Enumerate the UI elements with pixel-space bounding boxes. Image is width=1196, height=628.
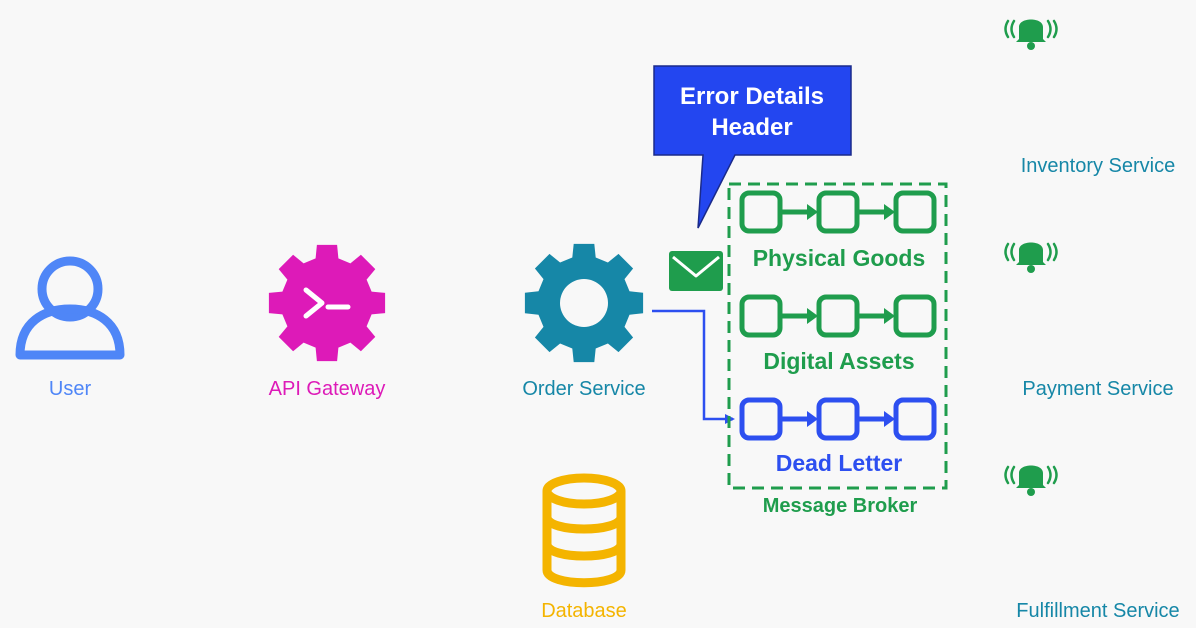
queue-slot	[739, 190, 783, 234]
queue-slot	[893, 294, 937, 338]
queue-slot	[816, 190, 860, 234]
fulfillment-service-label: Fulfillment Service	[1016, 600, 1179, 622]
queue-label-physical-goods: Physical Goods	[753, 245, 926, 271]
order-service-label: Order Service	[522, 378, 645, 400]
order-service-node: Order Service	[522, 243, 646, 400]
user-label: User	[49, 378, 92, 400]
queue-slot	[893, 190, 937, 234]
payment-service-node: Payment Service	[1004, 242, 1174, 400]
callout-line2: Header	[711, 114, 792, 141]
broker-label: Message Broker	[763, 495, 918, 517]
database-label: Database	[541, 600, 627, 622]
queue-digital-assets: Digital Assets	[739, 294, 937, 374]
database-node: Database	[541, 473, 627, 622]
queue-slot	[893, 397, 937, 441]
fulfillment-service-node: Fulfillment Service	[1004, 465, 1180, 622]
envelope-icon	[669, 251, 723, 291]
api-gateway-label: API Gateway	[269, 378, 386, 400]
error-details-callout: Error Details Header	[653, 65, 852, 229]
queue-slot	[739, 294, 783, 338]
broker-boundary	[727, 182, 948, 490]
api-gateway-node: API Gateway	[268, 244, 386, 400]
bell-icon	[1004, 465, 1058, 496]
gear-icon	[524, 243, 644, 363]
queue-label-digital-assets: Digital Assets	[763, 348, 914, 374]
queue-slot	[816, 397, 860, 441]
callout-line1: Error Details	[680, 83, 824, 110]
queue-slot	[739, 397, 783, 441]
person-icon	[15, 256, 125, 360]
queue-slot	[816, 294, 860, 338]
queue-dead-letter: Dead Letter	[739, 397, 937, 476]
bell-icon	[1004, 19, 1058, 50]
terminal-gear-icon	[268, 244, 386, 362]
inventory-service-label: Inventory Service	[1021, 155, 1176, 177]
bell-icon	[1004, 242, 1058, 273]
payment-service-label: Payment Service	[1022, 378, 1173, 400]
inventory-service-node: Inventory Service	[1004, 19, 1176, 177]
queue-label-dead-letter: Dead Letter	[776, 450, 903, 476]
user-node: User	[15, 256, 125, 400]
database-icon	[542, 473, 626, 588]
queue-physical-goods: Physical Goods	[739, 190, 937, 271]
dead-letter-connector	[652, 309, 735, 424]
